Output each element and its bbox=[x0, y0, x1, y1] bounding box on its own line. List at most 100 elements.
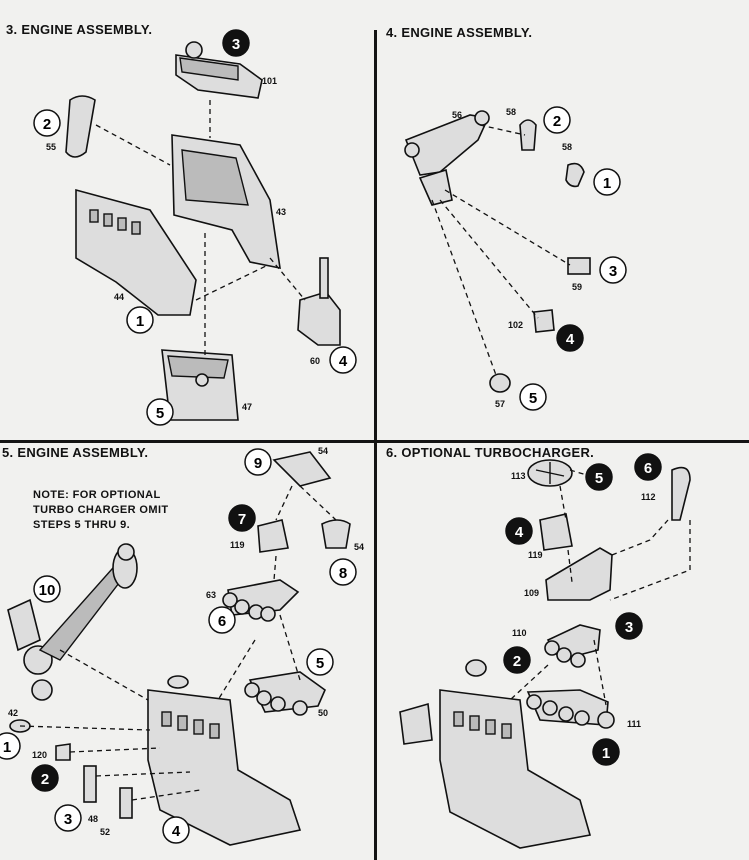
guide-line bbox=[273, 555, 277, 581]
part-number: 101 bbox=[262, 76, 277, 86]
step-circle-6 bbox=[208, 606, 236, 634]
manifold-port bbox=[222, 592, 238, 608]
block-port-2 bbox=[103, 213, 113, 227]
step-circle-10 bbox=[33, 575, 61, 603]
step-circle-1 bbox=[593, 168, 621, 196]
part-number: 120 bbox=[32, 750, 47, 760]
block-port-2 bbox=[177, 715, 188, 731]
step-circle-2 bbox=[31, 764, 59, 792]
step-number: 2 bbox=[43, 116, 51, 133]
step-circle-9 bbox=[244, 448, 272, 476]
oil-cap-part bbox=[465, 659, 487, 677]
step-circle-1 bbox=[592, 738, 620, 766]
guide-line bbox=[559, 485, 567, 521]
panel-3-title: 3. ENGINE ASSEMBLY. bbox=[6, 22, 153, 37]
plenum-part-109 bbox=[545, 547, 613, 601]
step-number: 3 bbox=[625, 619, 633, 636]
step-circle-3 bbox=[222, 29, 250, 57]
step-number: 4 bbox=[566, 331, 575, 348]
step-circle-5 bbox=[519, 383, 547, 411]
step-circle-6 bbox=[634, 453, 662, 481]
bushing-part-102 bbox=[533, 309, 555, 333]
manifold-port bbox=[558, 706, 574, 722]
part-number: 60 bbox=[310, 356, 320, 366]
alternator-part bbox=[399, 702, 433, 745]
manifold-port bbox=[544, 640, 560, 656]
step-number: 9 bbox=[254, 455, 262, 472]
part-number: 112 bbox=[641, 492, 656, 502]
step-number: 8 bbox=[339, 565, 347, 582]
guide-line bbox=[569, 469, 591, 477]
step-number: 1 bbox=[602, 745, 610, 762]
side-cover-part bbox=[65, 95, 96, 158]
small-part-120 bbox=[55, 743, 71, 761]
rocker-cover-top bbox=[179, 57, 239, 81]
part-number: 54 bbox=[318, 446, 328, 456]
step-circle-3 bbox=[615, 612, 643, 640]
part-number: 102 bbox=[508, 320, 523, 330]
pipe-part-112 bbox=[671, 466, 691, 521]
guide-line bbox=[479, 124, 526, 136]
block-port-3 bbox=[193, 719, 204, 735]
step-circle-7 bbox=[228, 504, 256, 532]
manifold-port bbox=[244, 682, 260, 698]
step-number: 2 bbox=[513, 653, 521, 670]
guide-line bbox=[131, 789, 201, 801]
manifold-port bbox=[542, 700, 558, 716]
block-port-1 bbox=[89, 209, 99, 223]
part-number: 109 bbox=[524, 588, 539, 598]
block-port-3 bbox=[485, 719, 496, 735]
guide-line bbox=[19, 725, 151, 731]
part-number: 47 bbox=[242, 402, 252, 412]
step-circle-4 bbox=[505, 517, 533, 545]
note-line-3: STEPS 5 THRU 9. bbox=[33, 519, 131, 531]
manifold-port bbox=[574, 710, 590, 726]
step-number: 2 bbox=[41, 771, 49, 788]
oil-sump-rim bbox=[167, 355, 229, 379]
step-circle-2 bbox=[33, 109, 61, 137]
part-number: 57 bbox=[495, 399, 505, 409]
step-number: 10 bbox=[39, 582, 56, 599]
turbo-note: NOTE: FOR OPTIONAL TURBO CHARGER OMIT ST… bbox=[33, 488, 169, 533]
step-number: 5 bbox=[529, 390, 537, 407]
block-port-4 bbox=[501, 723, 512, 739]
guide-line bbox=[59, 649, 149, 701]
part-number: 59 bbox=[572, 282, 582, 292]
manifold-port bbox=[260, 606, 276, 622]
pivot-part bbox=[474, 110, 490, 126]
step-number: 6 bbox=[644, 460, 652, 477]
part-number: 44 bbox=[114, 292, 124, 302]
small-part-52 bbox=[119, 787, 133, 819]
guide-line bbox=[95, 771, 191, 777]
manifold-port bbox=[256, 690, 272, 706]
manifold-port bbox=[526, 694, 542, 710]
step-number: 5 bbox=[595, 470, 603, 487]
manifold-port bbox=[234, 599, 250, 615]
step-number: 2 bbox=[553, 113, 561, 130]
step-number: 4 bbox=[339, 353, 348, 370]
step-circle-8 bbox=[329, 558, 357, 586]
manifold-port bbox=[570, 652, 586, 668]
manifold-port bbox=[556, 647, 572, 663]
guide-line bbox=[299, 485, 337, 521]
horizontal-divider bbox=[0, 440, 749, 443]
cap-part-57 bbox=[489, 373, 511, 393]
step-number: 4 bbox=[172, 823, 181, 840]
sump-plug-part bbox=[195, 373, 209, 387]
step-circle-1 bbox=[0, 732, 21, 760]
guide-line bbox=[95, 124, 171, 166]
block-part-59 bbox=[567, 257, 591, 275]
step-number: 3 bbox=[64, 811, 72, 828]
part-number: 110 bbox=[512, 628, 527, 638]
step-circle-2 bbox=[543, 106, 571, 134]
guide-line bbox=[269, 257, 306, 301]
bracket-part bbox=[418, 168, 453, 206]
air-cap-part bbox=[321, 519, 351, 549]
guide-line bbox=[593, 639, 607, 706]
part-number: 58 bbox=[562, 142, 572, 152]
guide-line bbox=[279, 614, 301, 681]
step-number: 5 bbox=[156, 405, 164, 422]
manifold-port bbox=[292, 700, 308, 716]
